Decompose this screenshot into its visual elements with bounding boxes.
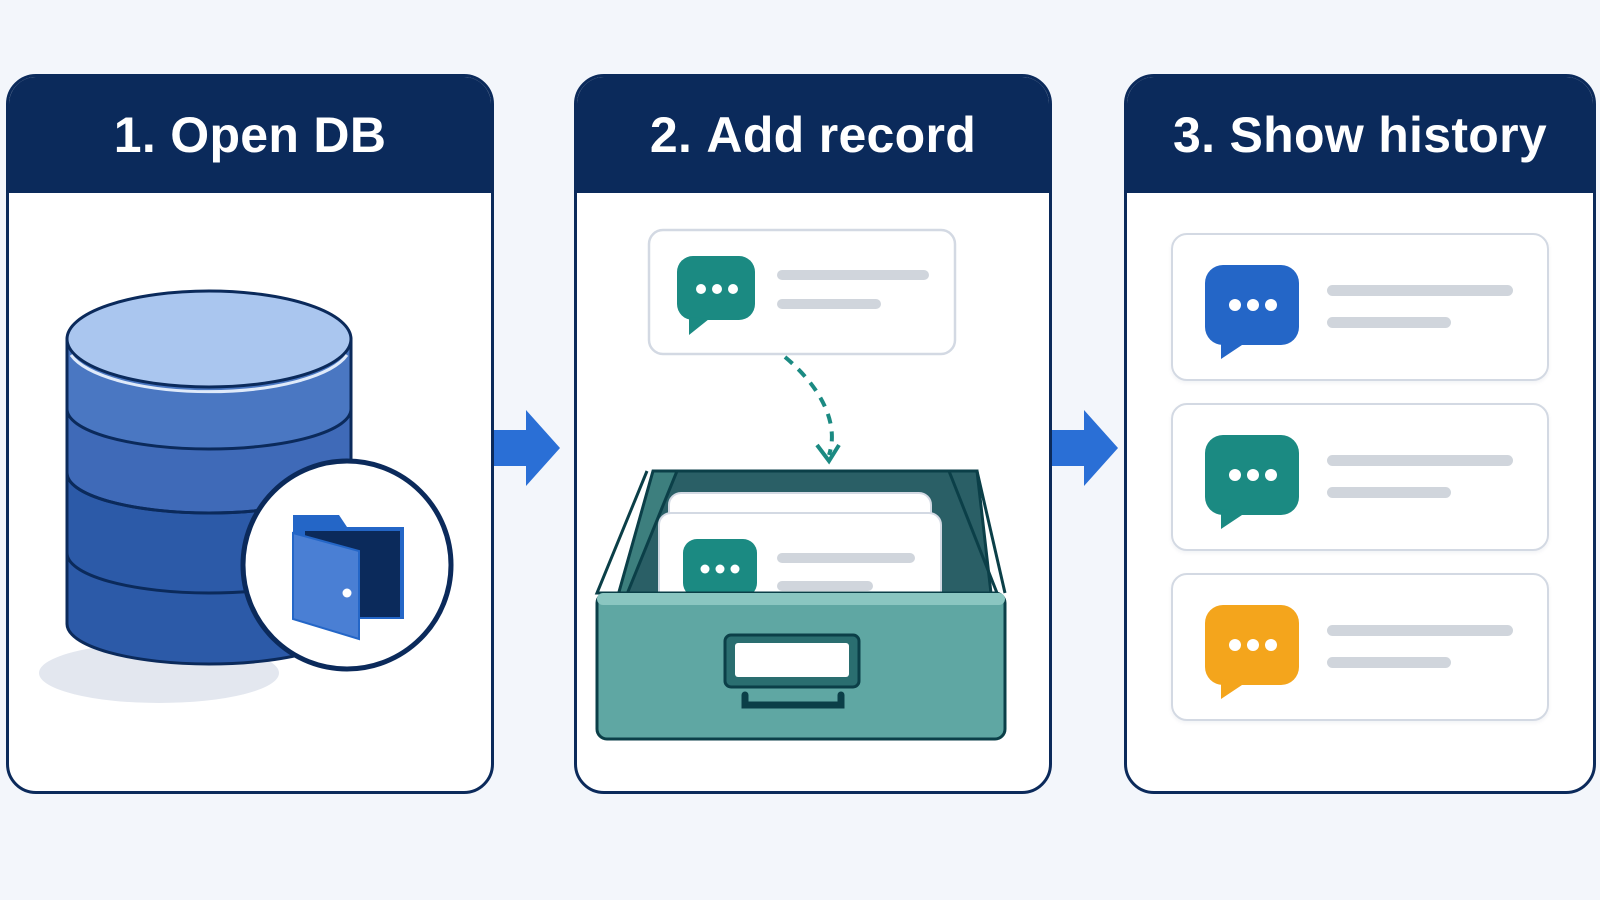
step-panel-show-history: 3. Show history bbox=[1124, 74, 1596, 794]
message-list bbox=[1127, 193, 1593, 791]
step-panel-add-record: 2. Add record bbox=[574, 74, 1052, 794]
step-header: 2. Add record bbox=[577, 77, 1049, 193]
history-item bbox=[1171, 403, 1549, 551]
step-panel-open-db: 1. Open DB bbox=[6, 74, 494, 794]
step-title: Show history bbox=[1229, 107, 1548, 163]
step-number: 1. bbox=[113, 107, 157, 163]
insert-arrow-icon bbox=[783, 355, 841, 465]
chat-bubble-icon bbox=[1205, 605, 1299, 699]
chat-bubble-icon bbox=[1205, 435, 1299, 529]
history-item bbox=[1171, 233, 1549, 381]
chat-bubble-icon bbox=[1205, 265, 1299, 359]
new-record-card bbox=[647, 228, 957, 356]
flow-arrow-right-icon bbox=[1052, 410, 1118, 486]
step-number: 3. bbox=[1172, 107, 1216, 163]
open-folder-icon bbox=[292, 515, 404, 641]
step-header: 3. Show history bbox=[1127, 77, 1593, 193]
chat-bubble-icon bbox=[677, 256, 755, 335]
file-drawer-icon bbox=[594, 469, 1007, 741]
step-header: 1. Open DB bbox=[9, 77, 491, 193]
step-number: 2. bbox=[649, 107, 693, 163]
flow-arrow-right-icon bbox=[494, 410, 560, 486]
step-title: Add record bbox=[706, 107, 977, 163]
step-title: Open DB bbox=[170, 107, 387, 163]
open-folder-badge bbox=[240, 458, 454, 672]
history-item bbox=[1171, 573, 1549, 721]
